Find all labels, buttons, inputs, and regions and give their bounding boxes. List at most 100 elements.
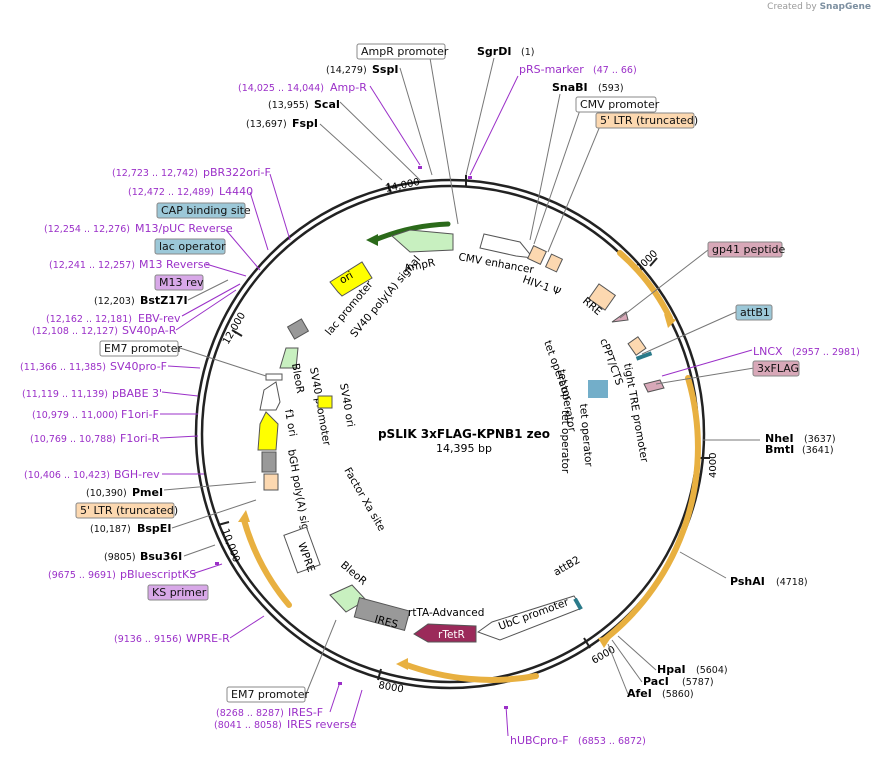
ks-primer-label: KS primer xyxy=(152,586,207,599)
bmti-coord: (3641) xyxy=(802,445,834,456)
orf-arrow-bottom xyxy=(396,658,408,670)
m13-rev-box xyxy=(154,274,204,291)
pline-hubc xyxy=(505,705,509,737)
bmti-label: BmtI xyxy=(765,443,794,456)
hiv-box-1 xyxy=(527,245,547,265)
line-gp41 xyxy=(619,249,709,319)
pline-ebv xyxy=(181,283,241,317)
bstz17i-coord: (12,203) xyxy=(94,296,135,307)
attb1-label: attB1 xyxy=(740,306,770,319)
flag-small xyxy=(643,379,665,393)
ampr-primer-label: Amp-R xyxy=(330,81,367,94)
line-bstz17i xyxy=(187,279,229,301)
m13puc-label: M13/pUC Reverse xyxy=(135,222,233,235)
f1ori-label: f1 ori xyxy=(282,408,299,437)
em7-box-label-1 xyxy=(99,340,179,357)
pline-prs xyxy=(469,75,519,176)
pmei-coord: (10,390) xyxy=(86,488,127,499)
f1orir-coord: (10,769 .. 10,788) xyxy=(30,434,116,445)
wpre-coord: (9136 .. 9156) xyxy=(114,634,182,645)
tet-label-3: tet operator xyxy=(577,403,595,468)
pline-pbs xyxy=(191,563,223,575)
tick-6000 xyxy=(583,637,591,649)
lac-operator-label: lac operator xyxy=(159,240,226,253)
ebv-coord: (12,162 .. 12,181) xyxy=(46,314,132,325)
orf-arc-bottom xyxy=(401,661,539,683)
credit-prefix: Created by xyxy=(767,2,817,12)
l4440-label: L4440 xyxy=(219,185,253,198)
sv40p-arrow xyxy=(259,381,281,411)
ptick-ampr xyxy=(418,166,422,169)
pline-m13puc xyxy=(225,229,261,271)
tet-operator-block xyxy=(588,380,608,398)
ampr-promoter-label: AmpR promoter xyxy=(361,45,449,58)
bstz17i-label: BstZ17I xyxy=(140,294,188,307)
line-cmvp xyxy=(533,109,581,245)
lncx-coord: (2957 .. 2981) xyxy=(792,347,860,358)
tick-12000 xyxy=(231,329,243,337)
ampr-arrow xyxy=(391,229,454,253)
pmei-label: PmeI xyxy=(132,486,163,499)
ltr-top-box xyxy=(595,112,695,129)
f1orif-label: F1ori-F xyxy=(121,408,159,421)
wpre-box xyxy=(283,526,321,574)
ampr-primer-coord: (14,025 .. 14,044) xyxy=(238,83,324,94)
flag-box xyxy=(752,360,800,377)
gp41-box xyxy=(707,241,783,258)
prs-marker-coord: (47 .. 66) xyxy=(593,65,637,76)
attb2-label: attB2 xyxy=(552,554,583,579)
bspei-label: BspEI xyxy=(137,522,171,535)
orf-arc-top-right xyxy=(617,250,673,321)
ptick-iresf xyxy=(338,682,342,685)
em7-box-1 xyxy=(265,373,283,381)
afei-coord: (5860) xyxy=(662,689,694,700)
rtetr-label: rTetR xyxy=(438,629,465,641)
rttaadv-label: rtTA-Advanced xyxy=(408,607,484,619)
ltr-top-label: 5' LTR (truncated) xyxy=(600,114,698,127)
wpre-r-label: WPRE-R xyxy=(186,632,230,645)
tick-label-8000: 8000 xyxy=(377,680,404,695)
bsu36i-label: Bsu36I xyxy=(140,550,182,563)
tick-label-6000: 6000 xyxy=(590,644,618,666)
line-sgrdi xyxy=(465,57,495,176)
paci-label: PacI xyxy=(643,675,669,688)
hiv-box-2 xyxy=(544,253,564,273)
l4440-coord: (12,472 .. 12,489) xyxy=(128,187,214,198)
line-attb1 xyxy=(641,311,737,355)
bspei-coord: (10,187) xyxy=(90,524,131,535)
iresf-label: IRES-F xyxy=(288,706,323,719)
pline-sv40pro xyxy=(167,365,201,369)
pshai-coord: (4718) xyxy=(776,577,808,588)
pbabe-coord: (11,119 .. 11,139) xyxy=(22,389,108,400)
pline-f1orir xyxy=(159,435,199,439)
orf-arc-left xyxy=(241,517,292,608)
leader-lines xyxy=(163,57,760,695)
nhei-coord: (3637) xyxy=(804,434,836,445)
scai-coord: (13,955) xyxy=(268,100,309,111)
pbr322-label: pBR322ori-F xyxy=(203,166,271,179)
cppt-label: cPPT/CTS xyxy=(597,337,625,387)
line-snabi xyxy=(529,93,561,241)
cmv-promoter-box xyxy=(575,96,657,113)
sgrdi-label: SgrDI xyxy=(477,45,511,58)
m13puc-coord: (12,254 .. 12,276) xyxy=(44,224,130,235)
bgh-rev-label: BGH-rev xyxy=(114,468,160,481)
sgrdi-coord: (1) xyxy=(521,47,534,58)
bleor2-label: BleoR xyxy=(338,559,369,588)
line-pmei xyxy=(163,481,257,491)
snapgene-brand: SnapGene xyxy=(819,2,871,12)
iresrev-coord: (8041 .. 8058) xyxy=(214,720,282,731)
ori-label: ori xyxy=(338,269,356,286)
pline-l4440 xyxy=(249,191,269,251)
line-bspei xyxy=(171,499,257,529)
line-scai xyxy=(339,101,421,181)
hubc-label: hUBCpro-F xyxy=(510,734,569,747)
flag-label: 3xFLAG xyxy=(757,362,799,375)
m13rev-coord: (12,241 .. 12,257) xyxy=(49,260,135,271)
pline-pbr xyxy=(269,173,291,241)
line-sspi xyxy=(399,67,433,176)
scai-label: ScaI xyxy=(314,98,340,111)
sv40pro-coord: (11,366 .. 11,385) xyxy=(20,362,106,373)
orf-arrow-top-right xyxy=(664,314,676,328)
